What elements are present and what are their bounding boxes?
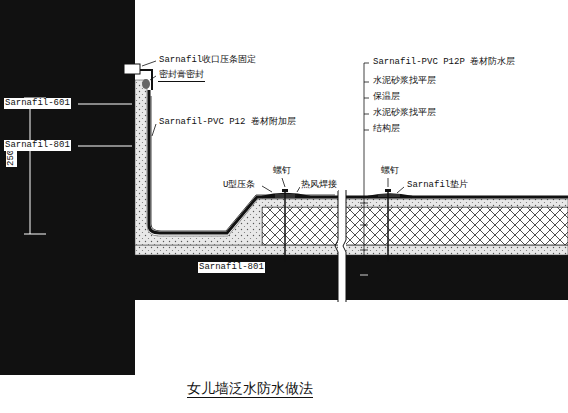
leader-lines-wall bbox=[78, 104, 132, 146]
part-label: U型压条 bbox=[222, 180, 256, 191]
part-label: 密封膏密封 bbox=[158, 70, 205, 82]
layer-label: Sarnafil-PVC P12P 卷材防水层 bbox=[372, 57, 516, 68]
layer-label: 结构层 bbox=[372, 124, 401, 135]
layer-label: 保温层 bbox=[372, 92, 401, 103]
washer-fixing bbox=[368, 189, 412, 262]
caption: 女儿墙泛水防水做法 bbox=[187, 380, 313, 398]
additional-membrane bbox=[151, 96, 335, 231]
material-label: Sarnafil-801 bbox=[4, 140, 71, 151]
part-label: 螺钉 bbox=[272, 166, 292, 177]
part-label: Sarnafil垫片 bbox=[406, 180, 469, 191]
part-label: 螺钉 bbox=[380, 166, 400, 177]
u-bar-fixing bbox=[262, 189, 310, 262]
leader-tick bbox=[360, 275, 368, 276]
part-label: Sarnafil-PVC P12 卷材附加层 bbox=[158, 117, 297, 128]
leader-lines bbox=[142, 61, 404, 275]
termination-bar bbox=[124, 64, 152, 90]
dimension-line bbox=[24, 98, 46, 234]
material-label: Sarnafil-801 bbox=[198, 262, 265, 273]
part-label: 热风焊接 bbox=[300, 180, 338, 191]
structural-slab bbox=[135, 255, 568, 300]
membrane bbox=[149, 90, 568, 233]
slab-break bbox=[335, 190, 346, 302]
layer-label: 水泥砂浆找平层 bbox=[372, 108, 437, 119]
screed-fillet bbox=[135, 80, 568, 245]
layer-label: 水泥砂浆找平层 bbox=[372, 76, 437, 87]
bottom-screed bbox=[135, 245, 568, 255]
insulation-layer bbox=[262, 207, 568, 245]
dimension: 250 bbox=[6, 149, 17, 167]
material-label: Sarnafil-601 bbox=[4, 98, 71, 109]
parapet-wall bbox=[0, 0, 135, 375]
part-label: Sarnafil收口压条固定 bbox=[158, 55, 257, 66]
